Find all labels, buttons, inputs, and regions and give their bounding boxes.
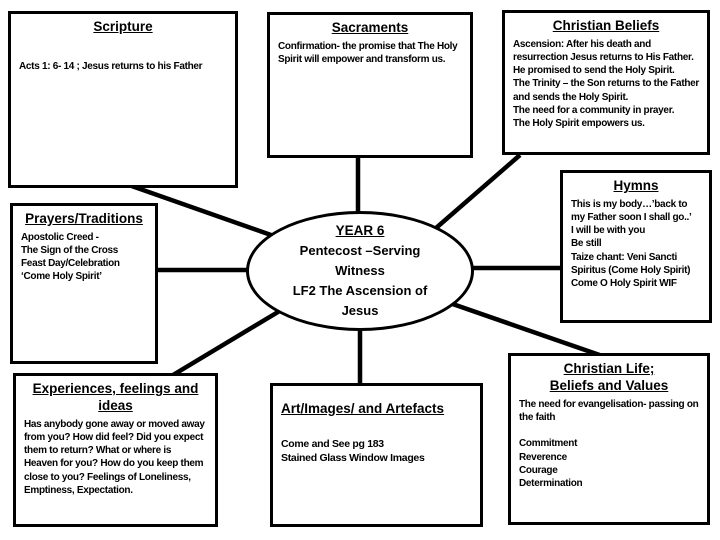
box-experiences-feelings-ideas: Experiences, feelings and ideas Has anyb… [13, 373, 218, 527]
experiences-body: Has anybody gone away or moved away from… [24, 418, 205, 496]
box-christian-life-beliefs-values: Christian Life; Beliefs and Values The n… [508, 353, 710, 525]
connector-christian-beliefs [426, 153, 522, 237]
box-hymns: Hymns This is my body…’back to my Father… [560, 170, 712, 323]
center-topic-ellipse: YEAR 6 Pentecost –Serving Witness LF2 Th… [246, 211, 474, 331]
box-sacraments: Sacraments Confirmation- the promise tha… [267, 12, 473, 158]
art-images-title: Art/Images/ and Artefacts [281, 401, 445, 416]
center-topic-title: YEAR 6 [335, 222, 385, 238]
box-christian-beliefs: Christian Beliefs Ascension: After his d… [502, 10, 710, 155]
box-art-images-artefacts: Art/Images/ and Artefacts Come and See p… [270, 383, 483, 527]
experiences-title: Experiences, feelings and ideas [32, 381, 199, 413]
christian-life-body: The need for evangelisation- passing on … [519, 398, 699, 489]
scripture-title: Scripture [93, 19, 153, 34]
center-topic-body: Pentecost –Serving Witness LF2 The Ascen… [292, 242, 428, 319]
christian-beliefs-title: Christian Beliefs [552, 18, 660, 33]
connector-scripture [125, 181, 289, 244]
christian-life-title: Christian Life; Beliefs and Values [549, 361, 669, 393]
sacraments-body: Confirmation- the promise that The Holy … [278, 40, 458, 66]
hymns-title: Hymns [613, 178, 659, 193]
christian-beliefs-body: Ascension: After his death and resurrect… [513, 38, 700, 129]
prayers-traditions-title: Prayers/Traditions [25, 211, 143, 226]
box-scripture: Scripture Acts 1: 6- 14 ; Jesus returns … [8, 11, 238, 188]
sacraments-title: Sacraments [331, 20, 409, 35]
scripture-body: Acts 1: 6- 14 ; Jesus returns to his Fat… [19, 60, 203, 72]
hymns-body: This is my body…’back to my Father soon … [571, 198, 692, 289]
prayers-traditions-body: Apostolic Creed - The Sign of the Cross … [21, 231, 120, 283]
art-images-body: Come and See pg 183 Stained Glass Window… [281, 437, 425, 464]
connector-christian-life [443, 298, 615, 363]
box-prayers-traditions: Prayers/Traditions Apostolic Creed - The… [10, 203, 158, 364]
connector-experiences [161, 304, 290, 383]
